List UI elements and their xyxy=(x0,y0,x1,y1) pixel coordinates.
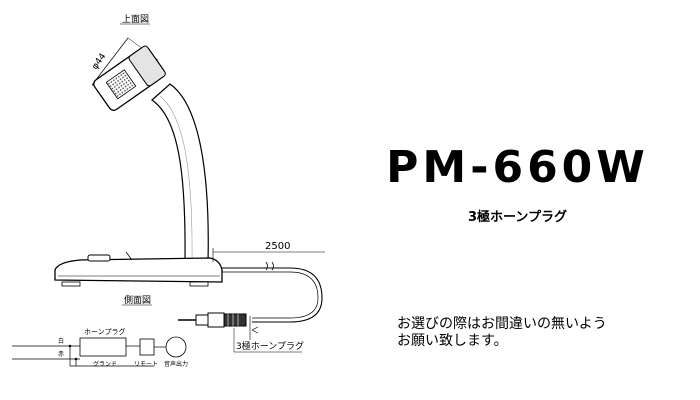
mesh-grille-icon xyxy=(105,69,137,100)
cable xyxy=(222,261,323,323)
side-view-label: 側面図 xyxy=(124,294,151,306)
cable-length-dimension: 2500 xyxy=(212,241,325,340)
speaker-output-icon xyxy=(165,336,187,358)
notice-line-1: お選びの際はお間違いの無いよう xyxy=(397,316,607,332)
plug-type-label: 3極ホーンプラグ xyxy=(467,210,567,225)
microphone-technical-drawing: 上面図 φ44 2500 xyxy=(12,14,325,368)
wire-white-label: 白 xyxy=(58,337,64,345)
wiring-diagram: ホーンプラグ 白 赤 グランド リモート 音声出力 xyxy=(12,327,188,368)
remote-label: リモート xyxy=(134,361,158,368)
model-number: PM-660W xyxy=(386,142,649,193)
mic-capsule xyxy=(93,45,166,111)
notice-line-2: お願い致します。 xyxy=(397,333,508,349)
diameter-label: φ44 xyxy=(90,52,108,72)
gooseneck-stem xyxy=(151,83,209,263)
mic-base xyxy=(54,251,223,287)
notice-text: お選びの際はお間違いの無いよう お願い致します。 xyxy=(397,316,697,350)
audio-out-label: 音声出力 xyxy=(164,360,188,368)
plug-callout-label: 3極ホーンプラグ xyxy=(236,340,304,352)
ground-label: グランド xyxy=(93,360,117,368)
wire-red-label: 赤 xyxy=(58,351,64,358)
horn-plug-label: ホーンプラグ xyxy=(84,327,125,336)
cable-length-label: 2500 xyxy=(265,241,290,252)
phone-plug-icon xyxy=(178,312,247,328)
top-view-label: 上面図 xyxy=(122,14,149,25)
